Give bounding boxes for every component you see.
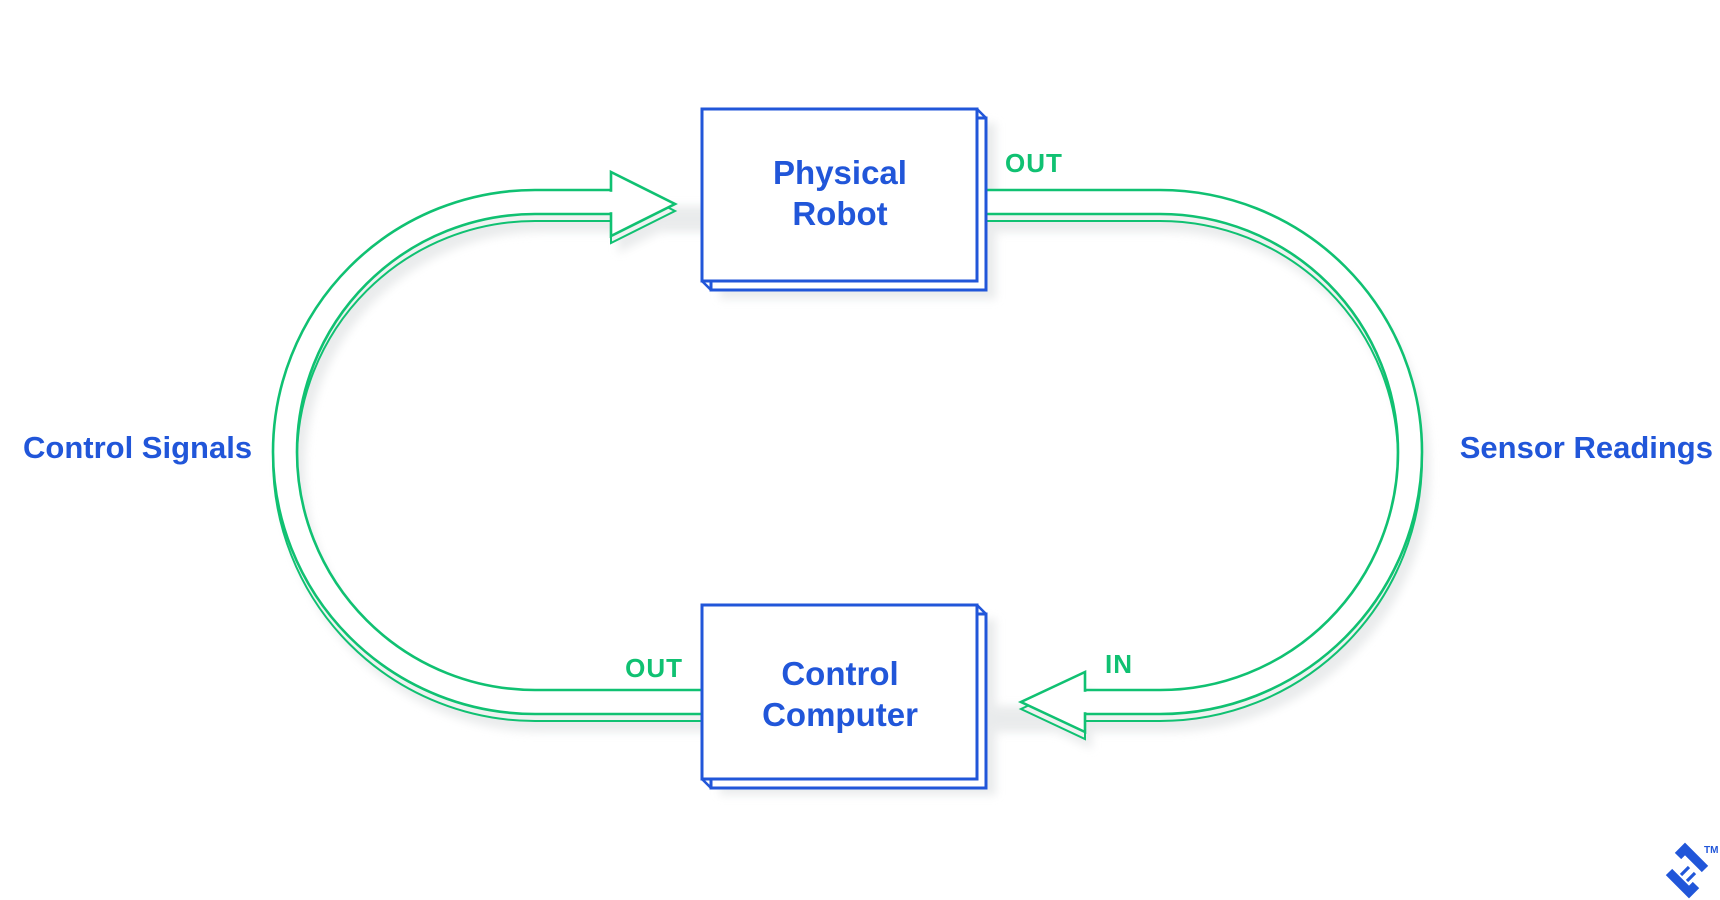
physical-robot-box: Physical Robot [700,107,988,292]
physical-robot-label-line2: Robot [792,195,887,232]
sensor-readings-label: Sensor Readings [1460,430,1713,465]
control-computer-bevel-top [976,604,987,615]
logo-tick-1 [1679,865,1691,877]
out-arrowhead-joint [608,191,614,213]
control-signals-label: Control Signals [23,430,252,465]
computer-out-label: OUT [625,653,683,683]
physical-robot-face [700,107,979,283]
robot-out-label: OUT [1005,148,1063,178]
control-computer-face [700,603,979,781]
computer-in-label: IN [1105,649,1133,679]
control-computer-bevel-bottom [701,778,712,789]
control-computer-label-line1: Control [781,655,898,692]
logo-bottom-bar [1665,868,1700,899]
logo-top-bar [1674,842,1709,873]
control-computer-label-line2: Computer [762,696,918,733]
in-arrowhead-joint [1083,691,1088,713]
toptal-logo-icon: TM [1665,842,1718,899]
logo-tick-2 [1685,871,1697,883]
control-pipe-underside [271,196,716,722]
physical-robot-bevel-bottom [701,280,712,291]
physical-robot-label-line1: Physical [773,154,907,191]
control-computer-box: Control Computer [700,603,988,790]
trademark-label: TM [1704,845,1718,856]
physical-robot-bevel-top [976,108,987,119]
